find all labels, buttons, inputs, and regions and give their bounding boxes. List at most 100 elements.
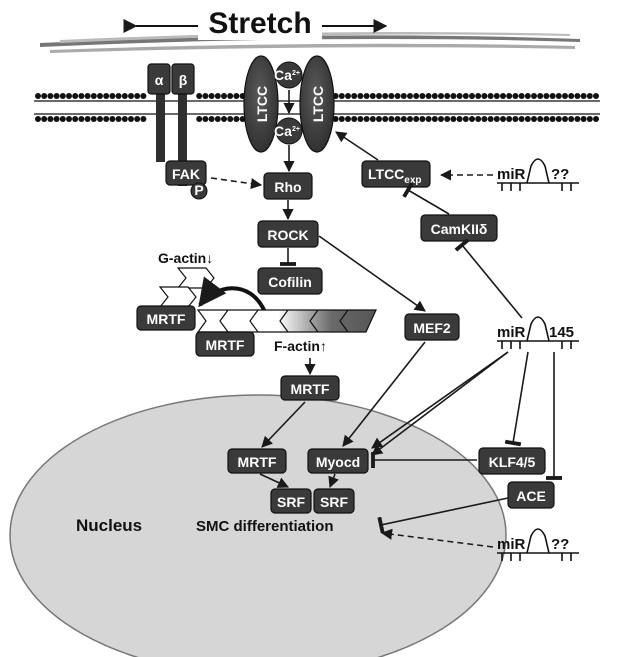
ltcc-right-label: LTCC: [310, 86, 326, 122]
camkii-label: CamKIIδ: [431, 221, 488, 237]
lipid-head: [208, 116, 215, 122]
lipid-head: [431, 116, 438, 122]
lipid-head: [59, 116, 66, 122]
mir145-to-klf-inhibit: [504, 351, 529, 447]
lipid-head: [500, 93, 506, 99]
lipid-head: [450, 93, 457, 99]
nucleus-label: Nucleus: [76, 516, 142, 535]
lipid-head: [400, 93, 407, 99]
lipid-head: [59, 93, 66, 99]
lipid-head: [438, 116, 444, 122]
ca-bottom-label: Ca: [274, 123, 292, 139]
lipid-head: [208, 93, 215, 99]
lipid-head: [109, 93, 116, 99]
rho-label: Rho: [274, 179, 301, 195]
lipid-head: [407, 116, 413, 122]
cofilin-label: Cofilin: [268, 274, 312, 290]
lipid-head: [506, 116, 513, 122]
lipid-head: [221, 93, 227, 99]
lipid-head: [53, 116, 60, 122]
calcium-ion-top: [275, 61, 303, 89]
lipid-head: [462, 93, 469, 99]
lipid-head: [574, 93, 581, 99]
lipid-head: [121, 116, 128, 122]
integrin-alpha-label: α: [155, 72, 164, 88]
lipid-head: [351, 116, 358, 122]
lipid-head: [357, 116, 364, 122]
lipid-head: [376, 116, 382, 122]
pathway-connectors: [210, 131, 562, 548]
lipid-head: [425, 93, 432, 99]
smc-differentiation-label: SMC differentiation: [196, 518, 334, 535]
lipid-head: [47, 93, 54, 99]
rock-box: [257, 220, 319, 248]
lipid-head: [97, 93, 103, 99]
lipid-head: [431, 93, 438, 99]
lipid-head: [543, 93, 550, 99]
mrtf-free-box: [280, 375, 340, 401]
lipid-head: [338, 93, 345, 99]
stretch-label: Stretch: [208, 7, 311, 40]
rho-box: [263, 172, 313, 200]
phospho-circle: [190, 182, 208, 200]
svg-text:Ca2+: Ca2+: [274, 123, 300, 139]
lipid-head: [388, 93, 395, 99]
lipid-head: [121, 93, 128, 99]
lipid-head: [394, 116, 401, 122]
lipid-head: [481, 116, 488, 122]
lipid-head: [493, 93, 500, 99]
lipid-head: [524, 116, 531, 122]
lipid-head: [487, 93, 494, 99]
lipid-head: [438, 93, 444, 99]
ltcc-left-label: LTCC: [254, 86, 270, 122]
lipid-head: [66, 93, 72, 99]
lipid-head: [425, 116, 432, 122]
f-actin-filament: [196, 309, 377, 333]
lipid-head: [419, 93, 426, 99]
lipid-head: [214, 93, 221, 99]
lipid-head: [78, 116, 85, 122]
klf-box: [478, 447, 546, 475]
svg-text:Ca2+: Ca2+: [274, 67, 300, 83]
lipid-head: [580, 116, 587, 122]
mrtf-to-srf-arrow: [259, 473, 290, 488]
phospho-label: P: [194, 182, 203, 198]
ace-label: ACE: [516, 488, 546, 504]
lipid-head: [512, 116, 519, 122]
lipid-head: [196, 93, 203, 99]
lipid-head: [97, 116, 103, 122]
lipid-head: [140, 93, 147, 99]
lipid-head: [227, 93, 234, 99]
ltcc-right-channel: [299, 55, 335, 153]
lipid-head: [382, 93, 389, 99]
integrin-beta-label: β: [179, 72, 188, 88]
lipid-head: [103, 93, 110, 99]
mrtf-to-nucleus-arrow: [261, 401, 306, 448]
mrtf-nucleus-box: [227, 448, 287, 474]
lipid-head: [475, 116, 482, 122]
lipid-head: [41, 93, 48, 99]
lipid-head: [487, 116, 494, 122]
lipid-head: [500, 116, 506, 122]
mir145-suffix: 145: [549, 324, 574, 341]
integrin-beta-stalk: [178, 92, 187, 186]
lipid-head: [456, 93, 463, 99]
f-actin-label: F-actin↑: [274, 338, 327, 354]
ace-box: [507, 481, 555, 509]
lipid-head: [400, 116, 407, 122]
cofilin-box: [257, 267, 323, 295]
ace-to-smc-inhibit: [377, 497, 509, 534]
lipid-head: [506, 93, 513, 99]
lipid-head: [72, 116, 79, 122]
lipid-head: [369, 116, 376, 122]
lipid-head: [549, 116, 556, 122]
rock-to-mef2-arrow: [318, 235, 426, 312]
mir-top-label: miR: [497, 166, 526, 183]
lipid-head: [140, 116, 147, 122]
mrtf-gactin-box: [136, 305, 196, 331]
lipid-head: [363, 116, 370, 122]
mir-top-suffix: ??: [551, 166, 569, 183]
lipid-head: [462, 116, 469, 122]
fak-to-rho-arrow: [210, 177, 263, 190]
mir145-hairpin: [497, 316, 579, 349]
